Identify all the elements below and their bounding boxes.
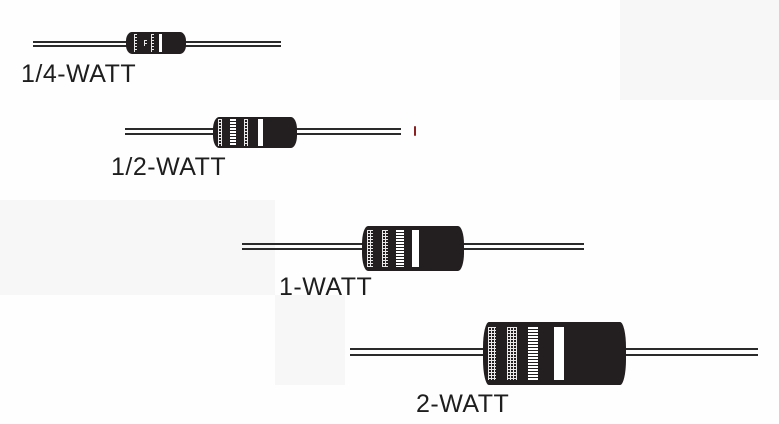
color-band xyxy=(396,229,404,268)
color-band xyxy=(367,229,373,268)
tolerance-band xyxy=(159,33,162,53)
scan-mark xyxy=(414,126,416,136)
scan-tint-region xyxy=(275,295,345,385)
scan-tint-region xyxy=(620,0,779,100)
color-band xyxy=(144,39,147,47)
tolerance-band xyxy=(258,119,263,146)
color-band xyxy=(488,327,496,380)
resistor-label: 2-WATT xyxy=(416,390,510,418)
color-band xyxy=(134,33,137,53)
resistor-body xyxy=(126,32,186,54)
color-band xyxy=(382,229,388,268)
resistor-label: 1/2-WATT xyxy=(111,153,227,181)
resistor-label: 1/4-WATT xyxy=(21,60,137,88)
color-band xyxy=(218,119,222,146)
scan-tint-region xyxy=(0,200,275,295)
resistor-body xyxy=(483,322,626,385)
resistor-label: 1-WATT xyxy=(279,273,373,301)
color-band xyxy=(244,119,248,146)
resistor-body xyxy=(362,226,464,271)
color-band xyxy=(507,327,517,380)
tolerance-band xyxy=(554,327,564,380)
tolerance-band xyxy=(412,229,419,268)
color-band xyxy=(230,119,236,146)
color-band xyxy=(528,327,538,380)
resistor-body xyxy=(213,117,297,148)
color-band xyxy=(151,33,154,53)
